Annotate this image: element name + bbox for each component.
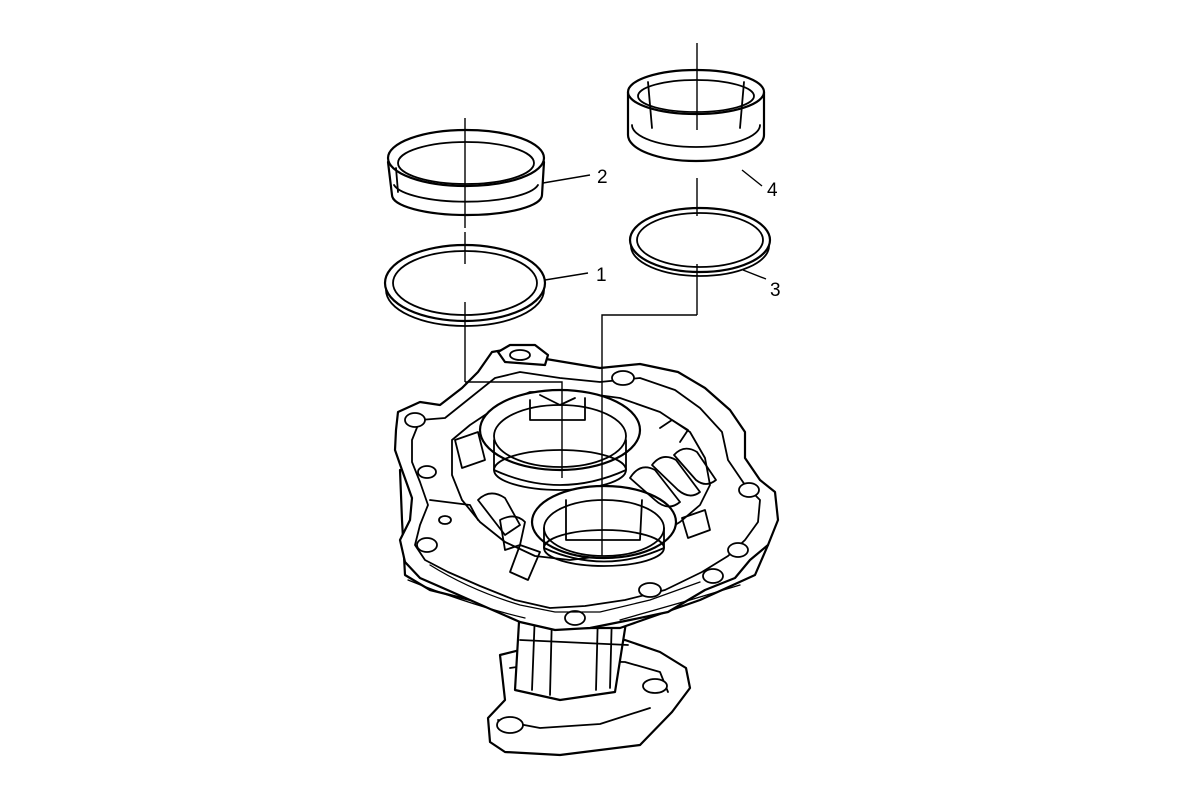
seal-ring-2 bbox=[386, 128, 546, 217]
seal-ring-1 bbox=[383, 243, 547, 327]
pump-housing bbox=[393, 343, 780, 757]
callout-label-1: 1 bbox=[596, 265, 607, 286]
seal-ring-3 bbox=[628, 206, 772, 277]
bushing-4 bbox=[626, 68, 766, 163]
callout-label-2: 2 bbox=[597, 167, 608, 188]
assembly-centerlines bbox=[464, 43, 698, 556]
callout-label-4: 4 bbox=[767, 180, 778, 201]
callout-label-3: 3 bbox=[770, 280, 781, 301]
callout-leaders bbox=[542, 169, 767, 281]
